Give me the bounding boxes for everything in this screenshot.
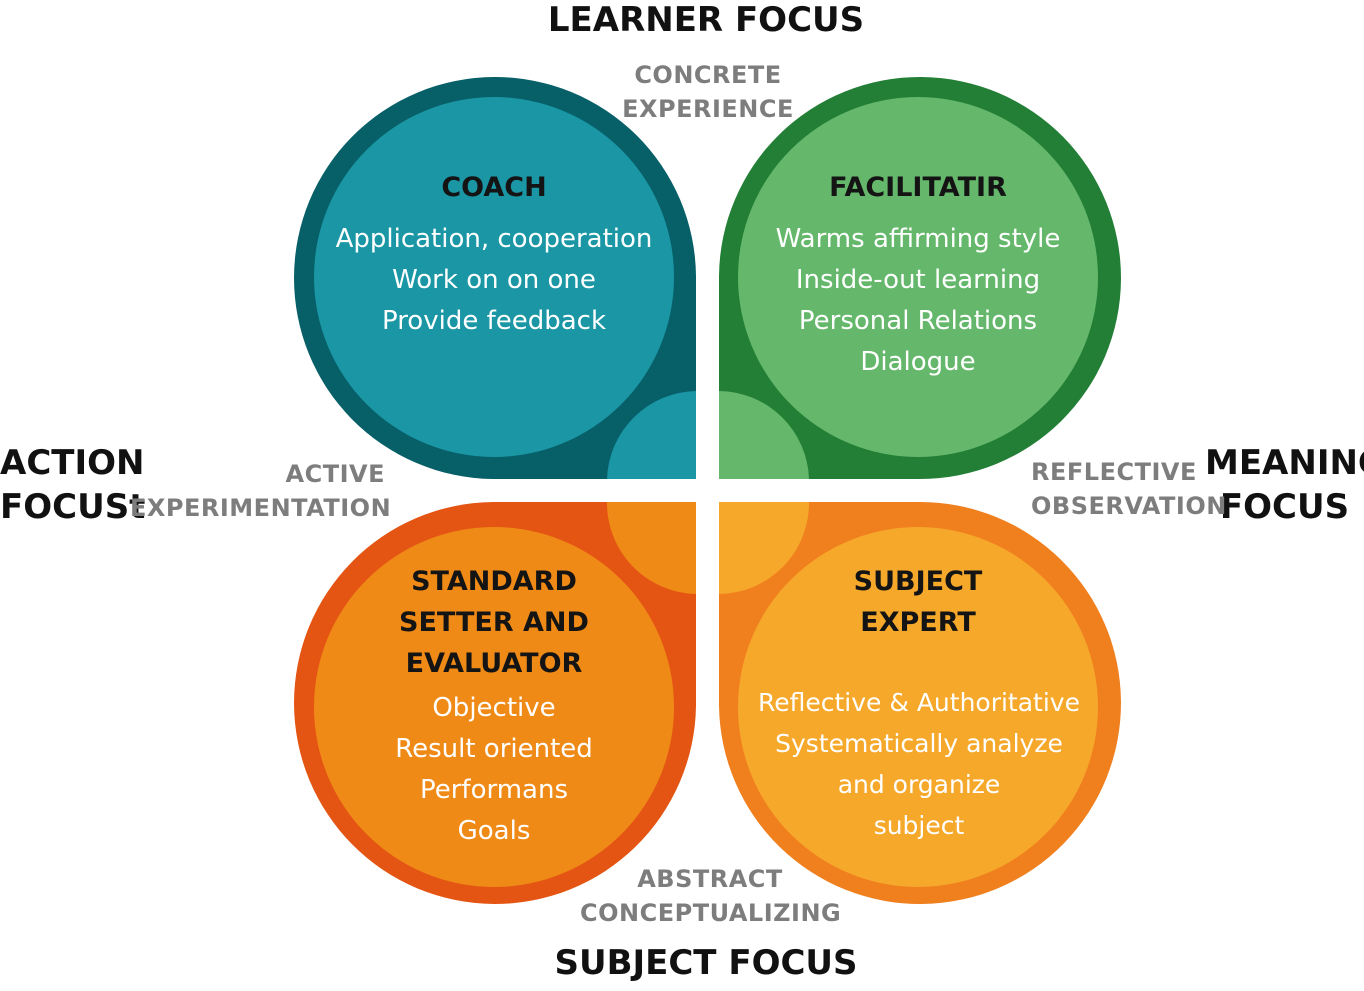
- standard-setter-text-line-2: Result oriented: [395, 734, 593, 764]
- subject-expert-text-line-4: subject: [873, 811, 965, 840]
- subject-expert-title: SUBJECT EXPERT: [738, 561, 1098, 643]
- coach-text-line-3: Provide feedback: [381, 306, 607, 336]
- subject-expert-petal-inner: [738, 527, 1098, 887]
- phase-label-top: CONCRETE EXPERIENCE: [608, 58, 808, 126]
- coach-text-line-1: Application, cooperation: [335, 224, 653, 254]
- phase-label-bottom: ABSTRACT CONCEPTUALIZING: [580, 862, 842, 930]
- facilitator-text-line-2: Inside-out learning: [795, 265, 1041, 295]
- axis-label-left: ACTION FOCUSt: [0, 441, 145, 529]
- phase-label-top-line-1: CONCRETE: [634, 61, 782, 89]
- axis-label-left-line-2: FOCUSt: [0, 487, 146, 527]
- facilitator-corner-circle: [719, 391, 809, 479]
- coach-corner-circle: [607, 391, 696, 479]
- standard-setter-title-line-2: SETTER AND: [399, 607, 589, 638]
- standard-setter-text-line-1: Objective: [432, 693, 556, 723]
- coach-text: Application, cooperation Work on on one …: [314, 219, 674, 342]
- facilitator-text-line-3: Personal Relations: [798, 306, 1038, 336]
- phase-label-bottom-line-1: ABSTRACT: [637, 865, 783, 893]
- coach-text-line-2: Work on on one: [392, 265, 596, 295]
- phase-label-top-line-2: EXPERIENCE: [622, 95, 794, 123]
- axis-label-right-line-2: FOCUS: [1219, 487, 1350, 527]
- phase-label-left-line-1: ACTIVE: [285, 460, 385, 488]
- coach-petal-inner: [314, 97, 674, 457]
- standard-setter-text: Objective Result oriented Performans Goa…: [314, 688, 674, 852]
- standard-setter-petal: [294, 502, 696, 904]
- facilitator-petal-inner: [738, 97, 1098, 457]
- phase-label-right-line-2: OBSERVATION: [1031, 492, 1227, 520]
- coach-title: COACH: [314, 167, 674, 208]
- facilitator-text-line-4: Dialogue: [860, 347, 976, 377]
- phase-label-right-line-1: REFLECTIVE: [1031, 458, 1197, 486]
- axis-label-left-line-1: ACTION: [0, 443, 145, 483]
- subject-expert-title-line-2: EXPERT: [860, 607, 976, 638]
- subject-expert-corner-circle: [719, 502, 810, 594]
- facilitator-title-line-1: FACILITATIR: [829, 172, 1007, 203]
- coach-title-line-1: COACH: [441, 172, 547, 203]
- standard-setter-title-line-1: STANDARD: [411, 566, 577, 597]
- standard-setter-text-line-4: Goals: [457, 816, 531, 846]
- facilitator-petal: [719, 77, 1121, 480]
- axis-label-right: MEANING FOCUS: [1205, 441, 1364, 529]
- facilitator-text: Warms affirming style Inside-out learnin…: [738, 219, 1098, 383]
- subject-expert-text-line-3: and organize: [837, 770, 1001, 799]
- axis-label-top: LEARNER FOCUS: [547, 0, 865, 40]
- subject-expert-text-line-2: Systematically analyze: [775, 729, 1063, 758]
- subject-expert-title-line-1: SUBJECT: [853, 566, 983, 597]
- subject-expert-petal: [719, 501, 1121, 904]
- standard-setter-petal-inner: [314, 527, 674, 887]
- facilitator-text-line-1: Warms affirming style: [775, 224, 1061, 254]
- subject-expert-text: Reflective & Authoritative Systematicall…: [736, 682, 1102, 846]
- subject-expert-text-line-1: Reflective & Authoritative: [758, 688, 1080, 717]
- phase-label-right: REFLECTIVE OBSERVATION: [1031, 455, 1227, 523]
- axis-label-bottom: SUBJECT FOCUS: [554, 943, 858, 983]
- facilitator-title: FACILITATIR: [738, 167, 1098, 208]
- axis-label-right-line-1: MEANING: [1205, 443, 1364, 483]
- standard-setter-text-line-3: Performans: [419, 775, 568, 805]
- standard-setter-title: STANDARD SETTER AND EVALUATOR: [314, 561, 674, 684]
- phase-label-left: ACTIVE EXPERIMENTATION: [130, 457, 392, 525]
- standard-setter-corner-circle: [606, 502, 696, 594]
- standard-setter-title-line-3: EVALUATOR: [405, 648, 583, 679]
- coach-petal: [294, 77, 696, 480]
- phase-label-bottom-line-2: CONCEPTUALIZING: [580, 899, 842, 927]
- phase-label-left-line-2: EXPERIMENTATION: [130, 494, 392, 522]
